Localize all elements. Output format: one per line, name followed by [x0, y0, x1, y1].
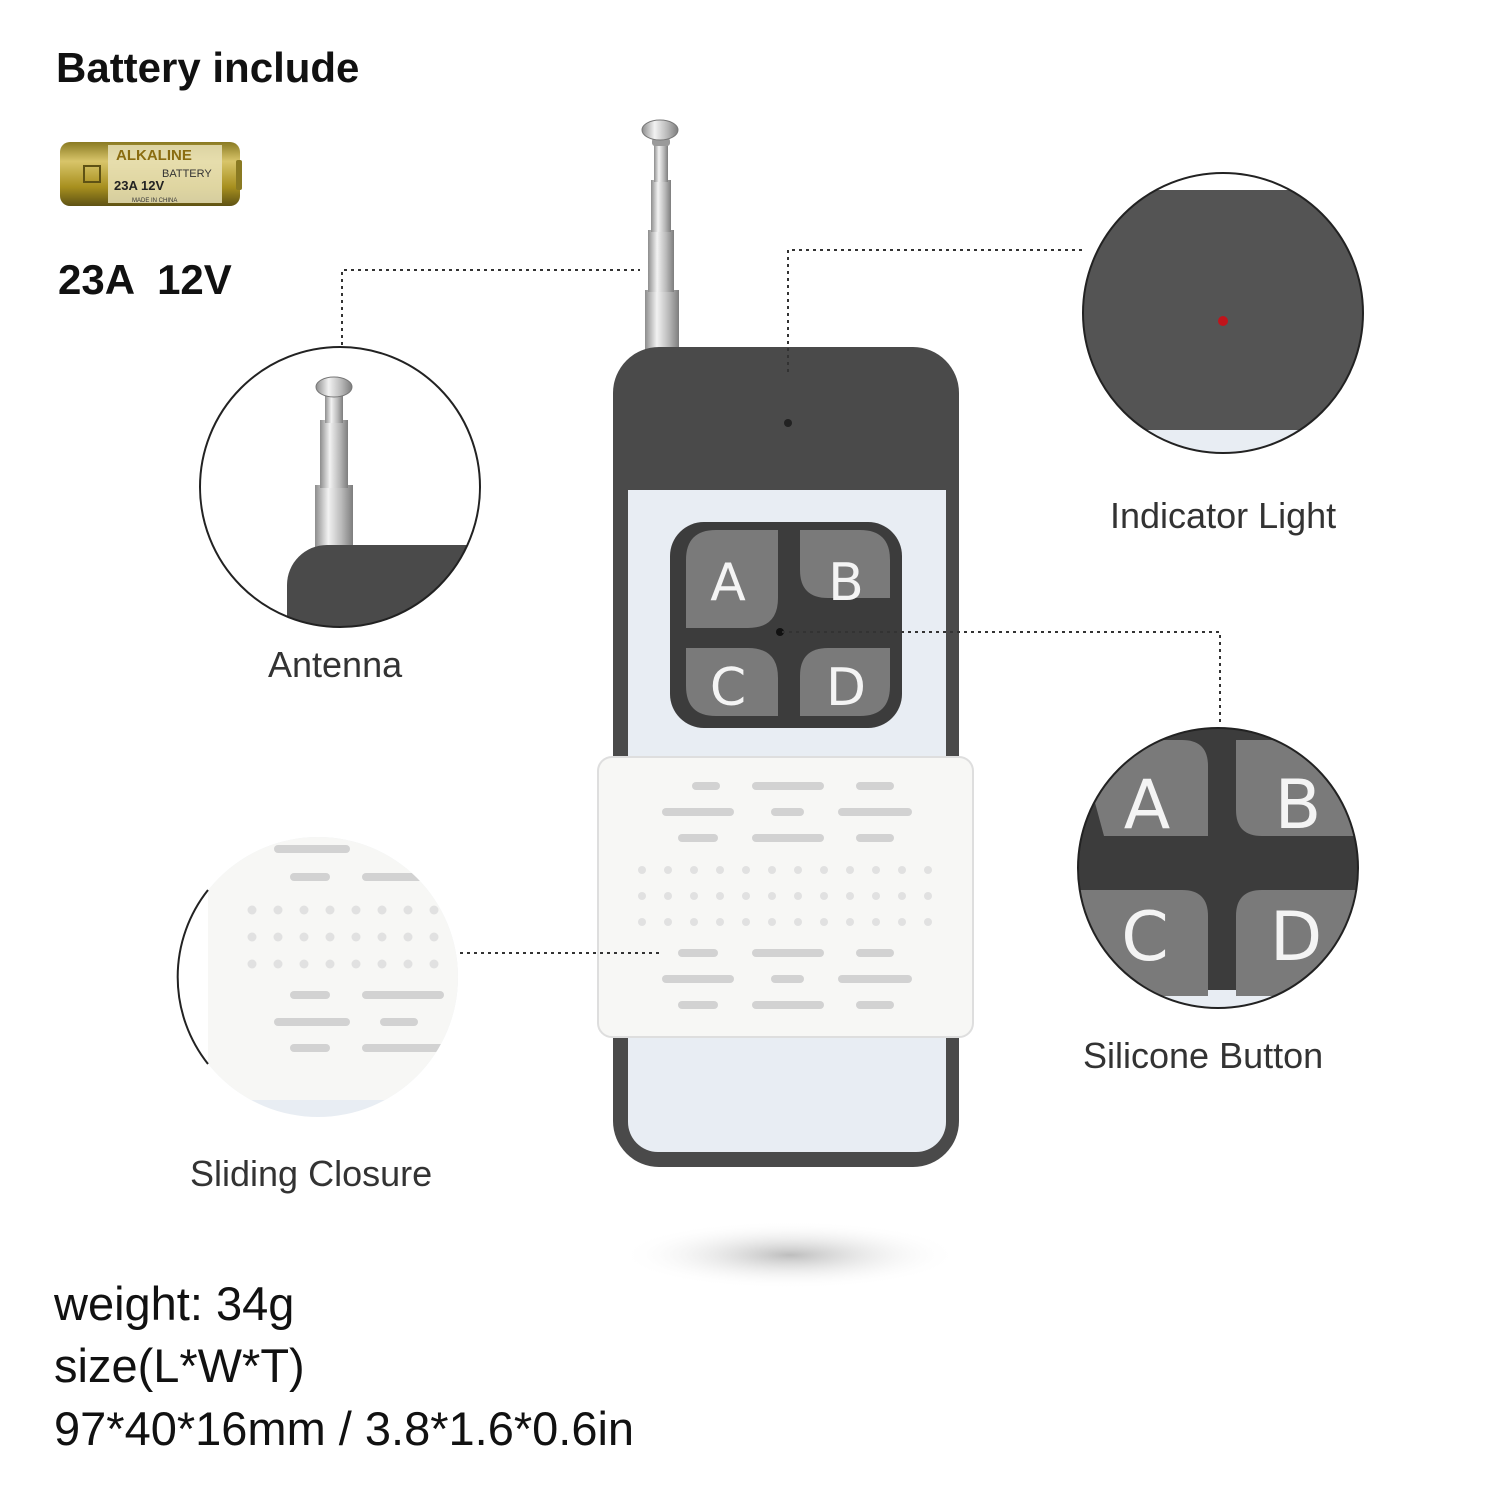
cover-dot [716, 892, 724, 900]
spec-size-label: size(L*W*T) [54, 1339, 305, 1392]
cover-dot [299, 932, 309, 942]
cover-dot [351, 959, 361, 969]
cover-dot [638, 918, 646, 926]
cover-dot [872, 866, 880, 874]
cover-dot [664, 918, 672, 926]
zoom-indicator [1082, 172, 1364, 454]
cover-dot [377, 932, 387, 942]
battery-spec-voltage: 12V [157, 256, 232, 303]
cover-dot [690, 892, 698, 900]
cover-dot [429, 959, 439, 969]
callout-antenna: Antenna [268, 644, 403, 685]
cover-dot [325, 959, 335, 969]
cover-dot [351, 905, 361, 915]
button-d[interactable]: D [826, 658, 866, 718]
cover-dot [924, 866, 932, 874]
cover-dot [794, 918, 802, 926]
cover-dot [768, 918, 776, 926]
cover-dot [377, 905, 387, 915]
cover-dot [403, 959, 413, 969]
remote-body: A B C D [597, 347, 974, 1167]
cover-dot [716, 918, 724, 926]
cover-dot [846, 866, 854, 874]
cover-dot [664, 892, 672, 900]
button-a[interactable]: A [710, 553, 746, 613]
spec-weight: weight: 34g [54, 1277, 295, 1330]
cover-dot [924, 918, 932, 926]
callout-silicone-button: Silicone Button [1083, 1035, 1324, 1076]
cover-dot [794, 866, 802, 874]
cover-dot [247, 932, 257, 942]
button-c[interactable]: C [710, 658, 746, 718]
cover-dot [898, 866, 906, 874]
zoom-button-b: B [1275, 766, 1322, 845]
cover-dot [247, 905, 257, 915]
cover-dot [273, 959, 283, 969]
cover-dot [690, 866, 698, 874]
spec-dimensions: 97*40*16mm / 3.8*1.6*0.6in [54, 1402, 635, 1455]
callout-indicator-light: Indicator Light [1110, 495, 1337, 536]
battery-spec: 23A 12V [58, 256, 232, 304]
cover-dot [325, 905, 335, 915]
cover-dot [846, 918, 854, 926]
battery-spec-type: 23A [58, 256, 136, 303]
cover-dot [742, 918, 750, 926]
cover-dot [273, 905, 283, 915]
cover-dot [403, 932, 413, 942]
cover-dot [664, 866, 672, 874]
callout-sliding-closure: Sliding Closure [190, 1153, 433, 1194]
cover-dot [898, 918, 906, 926]
cover-dot [690, 918, 698, 926]
cover-dot [429, 905, 439, 915]
cover-dot [742, 866, 750, 874]
cover-dot [377, 959, 387, 969]
cover-dot [247, 959, 257, 969]
cover-dot [273, 932, 283, 942]
cover-dot [351, 932, 361, 942]
battery-label-origin: MADE IN CHINA [132, 198, 177, 204]
cover-dot [403, 905, 413, 915]
antenna [641, 119, 679, 355]
button-b[interactable]: B [828, 553, 864, 613]
indicator-red-dot [1218, 316, 1228, 326]
cover-dot [325, 932, 335, 942]
cover-dot [820, 866, 828, 874]
cover-dot [429, 932, 439, 942]
zoom-button-d: D [1270, 898, 1322, 977]
cover-dot [638, 892, 646, 900]
battery-title: Battery include [56, 44, 360, 91]
sliding-cover [597, 756, 974, 1038]
cover-dot [794, 892, 802, 900]
battery-label-model: 23A 12V [114, 178, 164, 193]
cover-dot [872, 892, 880, 900]
cover-dot [846, 892, 854, 900]
battery-image: ALKALINE BATTERY 23A 12V MADE IN CHINA [60, 142, 242, 206]
battery-label-word: BATTERY [162, 168, 212, 180]
cover-dot [820, 918, 828, 926]
cover-dot [768, 866, 776, 874]
cover-dot [742, 892, 750, 900]
zoom-antenna [199, 346, 481, 628]
zoom-button-c: C [1121, 898, 1168, 977]
cover-dot [299, 905, 309, 915]
cover-dot [820, 892, 828, 900]
zoom-silicone: A B C D [1077, 727, 1359, 1009]
cover-dot [716, 866, 724, 874]
leader-lines [341, 249, 1221, 954]
cover-dot [299, 959, 309, 969]
cover-dot [872, 918, 880, 926]
zoom-button-a: A [1124, 766, 1171, 845]
cover-dot [898, 892, 906, 900]
battery-label-brand: ALKALINE [116, 147, 192, 164]
zoom-sliding [176, 837, 458, 1117]
cover-dot [638, 866, 646, 874]
cover-dot [768, 892, 776, 900]
cover-dot [924, 892, 932, 900]
indicator-light [784, 419, 792, 427]
